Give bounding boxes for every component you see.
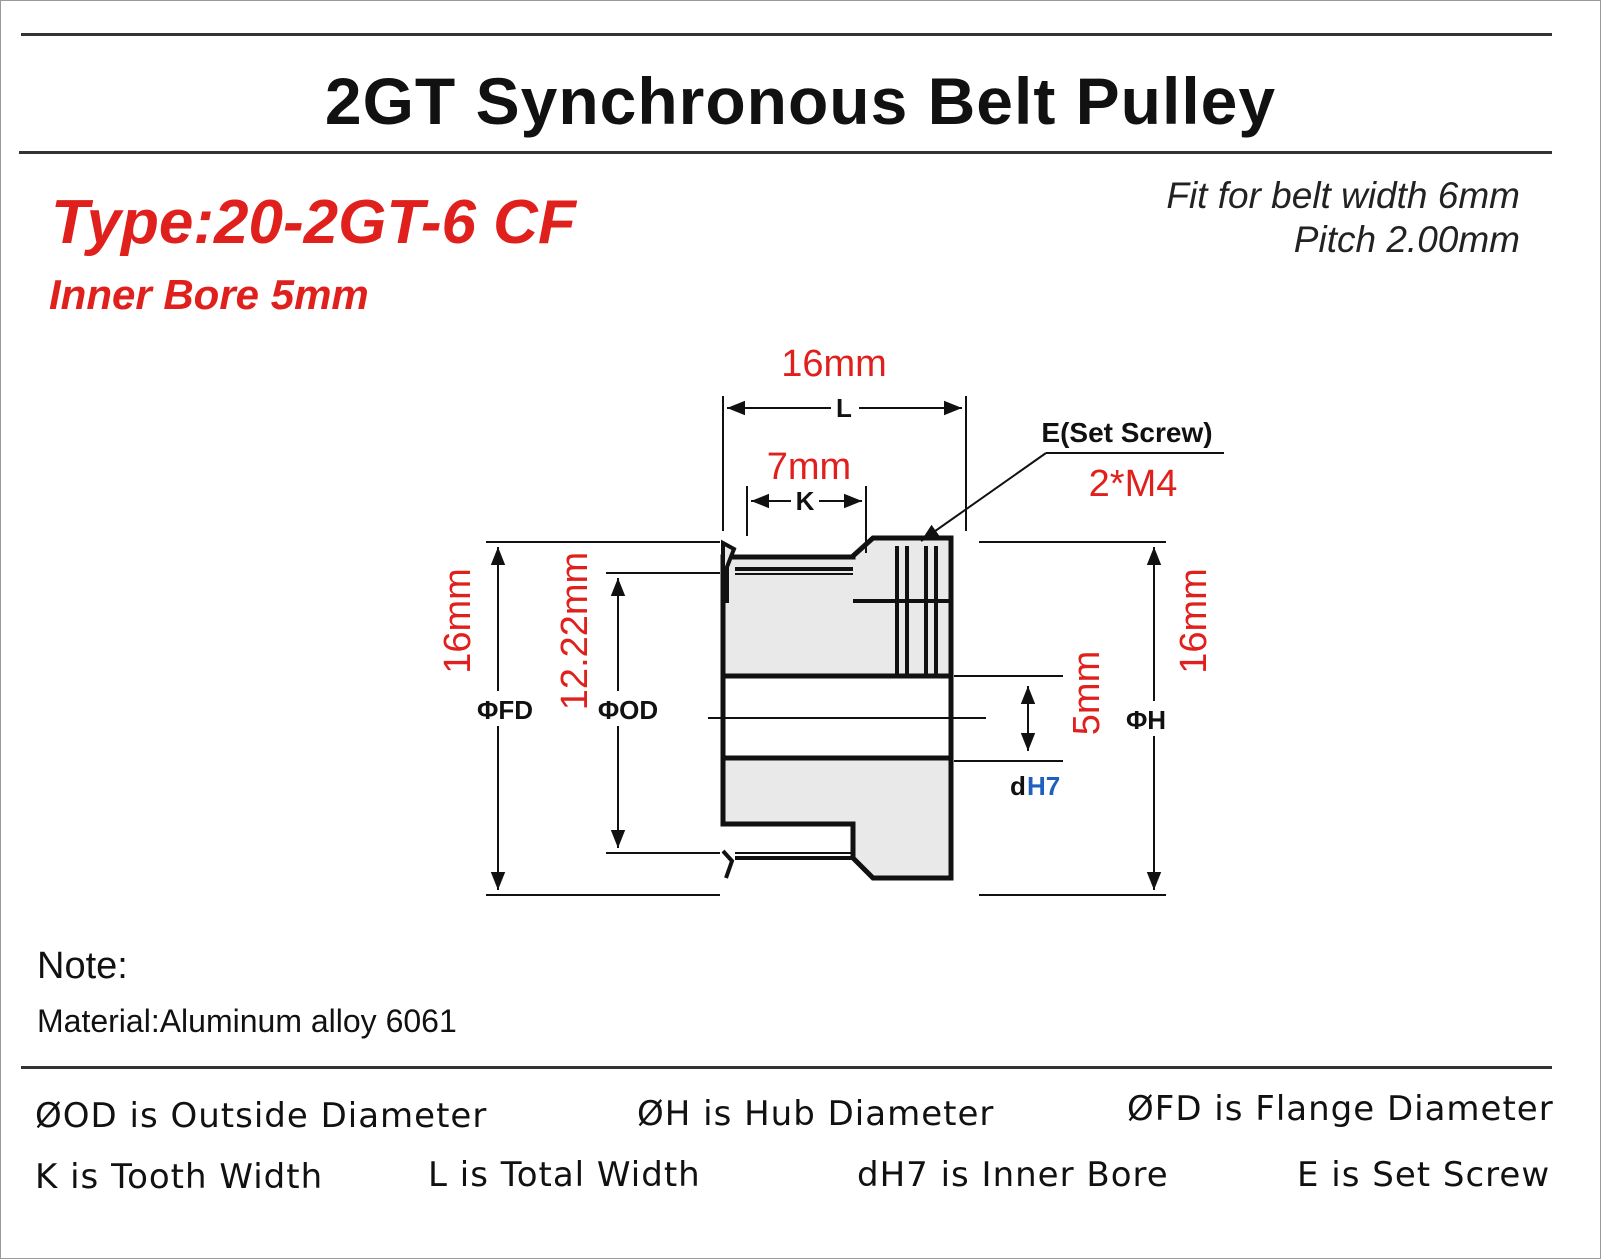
set-screw-value: 2*M4 — [1089, 463, 1178, 505]
bore-value: 5mm — [1066, 651, 1108, 735]
pulley-body — [708, 535, 986, 881]
fd-value: 16mm — [437, 568, 479, 674]
legend-k: K is Tooth Width — [35, 1157, 324, 1197]
l-value: 16mm — [781, 343, 887, 385]
note-title: Note: — [37, 945, 128, 987]
set-screw-holes — [895, 546, 938, 676]
left-flange — [721, 539, 737, 603]
fd-symbol: ΦFD — [477, 695, 533, 725]
l-symbol: L — [836, 393, 852, 423]
top-rule — [21, 33, 1552, 36]
legend-h: ØH is Hub Diameter — [637, 1094, 995, 1134]
legend-fd: ØFD is Flange Diameter — [1127, 1089, 1554, 1129]
left-flange-bottom — [721, 849, 735, 879]
h-symbol: ΦH — [1126, 705, 1166, 735]
bore-symbol-d: d — [1010, 771, 1026, 801]
title-underline — [19, 151, 1552, 154]
bore-symbol-h7: H7 — [1027, 771, 1060, 801]
legend-l: L is Total Width — [428, 1155, 701, 1195]
k-value: 7mm — [767, 446, 851, 488]
page-title: 2GT Synchronous Belt Pulley — [324, 64, 1277, 138]
set-screw-label: E(Set Screw) — [1041, 417, 1212, 448]
belt-width-label: Fit for belt width 6mm — [1166, 175, 1520, 216]
type-label: Type:20-2GT-6 CF — [51, 188, 576, 257]
k-symbol: K — [796, 486, 815, 516]
pulley-drawing: L 16mm K 7mm E(Set Screw) 2*M4 ΦFD 16mm … — [437, 343, 1224, 896]
bore-label: Inner Bore 5mm — [49, 271, 369, 318]
legend-rule — [21, 1066, 1552, 1069]
od-value: 12.22mm — [554, 552, 596, 710]
h-value: 16mm — [1173, 568, 1215, 674]
material-note: Material:Aluminum alloy 6061 — [37, 1003, 457, 1039]
od-symbol: ΦOD — [598, 695, 658, 725]
legend-e: E is Set Screw — [1297, 1155, 1551, 1195]
legend-dh7: dH7 is Inner Bore — [857, 1155, 1169, 1195]
pitch-label: Pitch 2.00mm — [1293, 219, 1520, 260]
legend-od: ØOD is Outside Diameter — [35, 1096, 488, 1136]
